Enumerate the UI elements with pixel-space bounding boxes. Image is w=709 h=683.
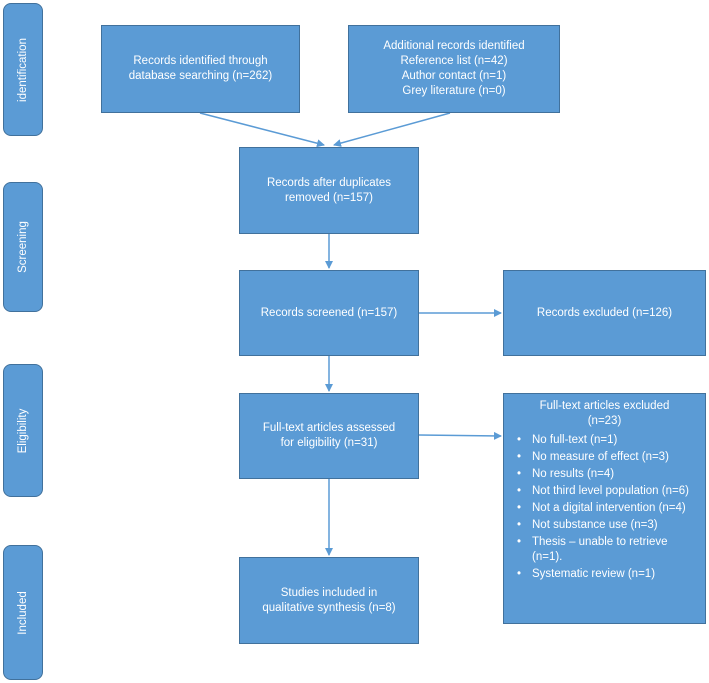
arrow-fulltext-to-excluded [418,431,502,440]
stage-eligibility: Eligibility [3,364,43,497]
box-database-search: Records identified through database sear… [101,25,300,113]
stage-identification: identification [3,3,43,136]
list-item: •No full-text (n=1) [517,434,618,446]
screened-text: Records screened (n=157) [260,306,398,319]
additional-line-3: Author contact (n=1) [401,70,507,82]
stage-included: Included [3,545,43,680]
fulltext-line-1: Full-text articles assessed [262,422,396,434]
box-fulltext-excluded: Full-text articles excluded (n=23) •No f… [503,393,706,624]
list-item: •Not substance use (n=3) [517,519,658,531]
duplicates-line-2: removed (n=157) [285,191,373,204]
box-after-duplicates: Records after duplicates removed (n=157) [239,147,419,234]
box-studies-included: Studies included in qualitative synthesi… [239,557,419,644]
fulltext-line-2: for eligibility (n=31) [280,437,378,449]
exclusion-reasons-list: •No full-text (n=1) •No measure of effec… [510,433,699,582]
included-line-1: Studies included in [280,586,378,599]
stage-screening: Screening [3,182,43,312]
arrow-additional-to-duplicates [333,112,451,147]
database-line-1: Records identified through [133,55,268,67]
included-line-2: qualitative synthesis (n=8) [262,601,396,614]
list-item: •Thesis – unable to retrieve (n=1). [517,536,668,563]
box-fulltext-assessed: Full-text articles assessed for eligibil… [239,393,419,479]
list-item: •Not third level population (n=6) [517,485,689,497]
additional-line-4: Grey literature (n=0) [402,85,506,97]
box-additional-records: Additional records identified Reference … [348,25,560,113]
list-item: •No results (n=4) [517,468,615,480]
list-item: •Systematic review (n=1) [517,568,656,580]
additional-line-1: Additional records identified [383,40,525,52]
duplicates-line-1: Records after duplicates [266,176,391,189]
database-line-2: database searching (n=262) [128,70,273,82]
list-item: •Not a digital intervention (n=4) [517,502,686,514]
excluded-title-1: Full-text articles excluded [539,400,670,412]
excluded-title-2: (n=23) [587,415,622,427]
box-records-screened: Records screened (n=157) [239,270,419,356]
list-item: •No measure of effect (n=3) [517,451,669,463]
arrow-database-to-duplicates [199,112,325,148]
box-records-excluded: Records excluded (n=126) [503,270,706,356]
additional-line-2: Reference list (n=42) [400,55,508,67]
excluded-text: Records excluded (n=126) [536,306,673,319]
